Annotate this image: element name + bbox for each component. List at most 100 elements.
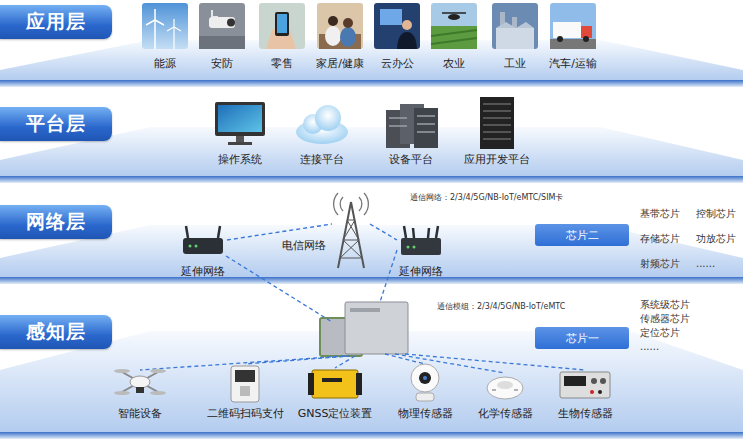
node-caption: 延伸网络 bbox=[181, 266, 225, 278]
chip-label: 芯片二 bbox=[566, 228, 599, 243]
energy-photo bbox=[142, 3, 188, 49]
note-label: 传感器芯片 bbox=[640, 313, 690, 325]
note-label: 控制芯片 bbox=[696, 208, 736, 220]
power-supply-icon bbox=[598, 390, 602, 394]
energy-photo bbox=[146, 9, 164, 25]
note-text: 传感器芯片 bbox=[640, 313, 690, 325]
smoke-detector-icon bbox=[497, 381, 513, 389]
gnss-icon bbox=[356, 373, 362, 395]
energy-photo bbox=[173, 27, 174, 49]
rack-icon bbox=[480, 97, 514, 149]
node-caption: 化学传感器 bbox=[478, 408, 533, 420]
home-photo bbox=[317, 3, 363, 49]
router-icon bbox=[195, 245, 198, 248]
tower-caption: 电信网络 bbox=[282, 240, 326, 252]
drone-icon bbox=[122, 372, 158, 392]
layer-plane bbox=[0, 432, 743, 439]
camera-icon bbox=[411, 364, 439, 392]
scanner-icon bbox=[235, 370, 255, 382]
module-icon bbox=[345, 302, 408, 354]
rack-icon bbox=[483, 104, 511, 139]
home-photo bbox=[328, 16, 338, 26]
scanner-icon bbox=[231, 366, 259, 402]
dashed-wire bbox=[140, 250, 585, 373]
icon-item: 操作系统 bbox=[212, 96, 268, 166]
node-caption: 家居/健康 bbox=[316, 58, 364, 70]
scanner-icon bbox=[231, 366, 259, 402]
security-photo bbox=[209, 17, 235, 28]
retail-photo bbox=[275, 12, 289, 36]
retail-photo bbox=[259, 3, 305, 49]
camera-icon bbox=[416, 393, 434, 401]
icon-item: 化学传感器 bbox=[475, 362, 535, 420]
icon-item: 智能设备 bbox=[110, 362, 170, 420]
router-icon bbox=[189, 245, 192, 248]
camera-icon bbox=[419, 372, 431, 384]
router-icon bbox=[404, 226, 438, 238]
icon-item: 云办公 bbox=[371, 2, 423, 70]
monitor-icon bbox=[228, 142, 252, 145]
server-icon bbox=[414, 108, 438, 148]
note-text: 控制芯片 bbox=[696, 208, 736, 220]
industry-photo bbox=[496, 22, 534, 28]
agriculture-photo bbox=[442, 12, 466, 14]
server-icon bbox=[386, 104, 438, 148]
node-caption: 汽车/运输 bbox=[549, 58, 597, 70]
module-icon bbox=[350, 308, 380, 312]
note-label: 通信网络：2/3/4/5G/NB-IoT/eMTC/SIM卡 bbox=[410, 193, 563, 203]
layer-tab: 平台层 bbox=[0, 107, 112, 141]
node-caption: 电信网络 bbox=[282, 240, 326, 252]
transport-photo bbox=[550, 3, 596, 49]
icon-item: 物理传感器 bbox=[395, 362, 455, 420]
tower-icon bbox=[338, 202, 364, 268]
node-caption: 应用开发平台 bbox=[464, 154, 530, 166]
drone-icon bbox=[150, 369, 166, 373]
layer-plane bbox=[0, 80, 743, 87]
gnss-icon bbox=[322, 378, 342, 382]
transport-photo bbox=[583, 36, 589, 42]
layer-plane bbox=[0, 40, 743, 439]
tower-icon bbox=[334, 193, 369, 268]
node-caption: 能源 bbox=[154, 58, 176, 70]
gnss-icon bbox=[308, 373, 314, 395]
agriculture-photo bbox=[431, 26, 477, 49]
retail-photo bbox=[259, 3, 305, 49]
node-caption: 智能设备 bbox=[118, 408, 162, 420]
icon-item: 设备平台 bbox=[381, 96, 441, 166]
dashed-link bbox=[227, 224, 332, 240]
security-photo bbox=[199, 36, 245, 49]
note-label: 定位芯片 bbox=[640, 327, 680, 339]
energy-photo bbox=[142, 3, 188, 49]
node-caption: 物理传感器 bbox=[398, 408, 453, 420]
note-text: ...... bbox=[696, 258, 715, 270]
icon-item: 农业 bbox=[428, 2, 480, 70]
cloud-icon bbox=[315, 105, 341, 131]
icon-item: 家居/健康 bbox=[314, 2, 366, 70]
note-label: 存储芯片 bbox=[640, 233, 680, 245]
monitor-icon bbox=[215, 102, 265, 136]
module-icon bbox=[320, 302, 408, 356]
layer-tab: 感知层 bbox=[0, 315, 112, 349]
agriculture-photo bbox=[431, 30, 477, 44]
node-caption: 操作系统 bbox=[218, 154, 262, 166]
drone-icon bbox=[114, 369, 166, 395]
security-photo bbox=[212, 10, 218, 17]
note-label: ...... bbox=[696, 258, 715, 270]
dashed-wire bbox=[380, 250, 397, 302]
dashed-wire bbox=[335, 356, 355, 368]
transport-photo bbox=[550, 39, 596, 49]
note-text: 功放芯片 bbox=[696, 233, 736, 245]
monitor-icon bbox=[215, 102, 265, 145]
icon-item: 生物传感器 bbox=[555, 362, 615, 420]
icon-item: 连接平台 bbox=[294, 96, 350, 166]
tower-node: 电信网络 bbox=[332, 200, 370, 268]
agriculture-photo bbox=[448, 14, 460, 20]
rack-icon bbox=[480, 97, 514, 149]
note-text: 通信网络：2/3/4/5G/NB-IoT/eMTC/SIM卡 bbox=[410, 193, 563, 203]
home-photo bbox=[343, 18, 353, 28]
camera-icon bbox=[411, 364, 439, 401]
layer-title: 感知层 bbox=[26, 319, 86, 345]
smoke-detector-icon bbox=[487, 377, 523, 399]
office-photo bbox=[402, 20, 412, 30]
